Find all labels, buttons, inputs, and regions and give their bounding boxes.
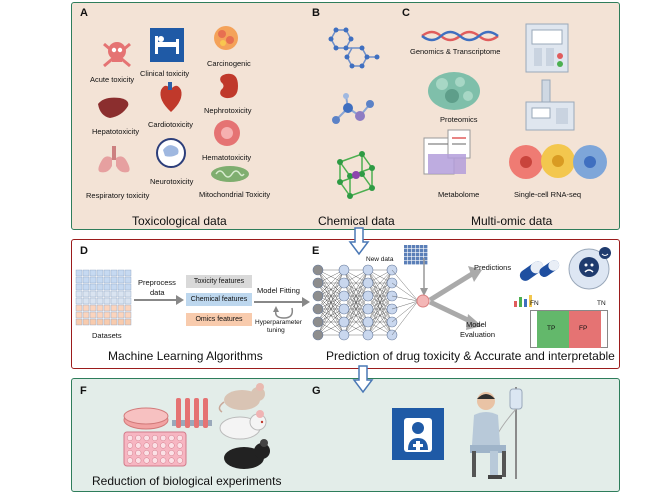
sad-face-icon [568, 247, 611, 290]
label-neurotoxicity: Neurotoxicity [150, 177, 194, 186]
label-model-fitting: Model Fitting [257, 286, 300, 295]
hospital-bed-icon [150, 28, 184, 62]
label-nephrotoxicity: Nephrotoxicity [204, 106, 252, 115]
label-evaluation: Evaluation [460, 330, 496, 339]
new-data-arrow [420, 258, 428, 296]
dna-helix-icon [421, 30, 499, 42]
label-hepatotoxicity: Hepatotoxicity [92, 127, 140, 136]
dataset-grid-icon [75, 269, 132, 326]
label-datasets: Datasets [92, 331, 122, 340]
down-arrow-1 [348, 227, 370, 256]
panel-letter-d: D [80, 245, 88, 257]
crystal-lattice-icon [337, 151, 375, 199]
confusion-matrix-icon: TP FP [530, 310, 608, 348]
caption-chemical-data: Chemical data [318, 214, 395, 228]
skull-icon [103, 42, 131, 68]
caption-machine-learning: Machine Learning Algorithms [108, 349, 263, 363]
label-preprocess-data: data [150, 288, 165, 297]
test-tubes-icon [172, 398, 212, 428]
badge-omics-features: Omics features [186, 313, 252, 326]
label-respiratory-toxicity: Respiratory toxicity [86, 191, 150, 200]
blood-cell-icon [214, 120, 240, 146]
output-arrows [428, 266, 482, 330]
label-new-data: New data [366, 256, 394, 263]
kidney-icon [220, 73, 238, 99]
mouse-icon [218, 383, 265, 413]
label-proteomics: Proteomics [440, 115, 478, 124]
caption-toxicological-data: Toxicological data [132, 214, 227, 228]
lungs-icon [98, 146, 130, 173]
label-mitochondrial-toxicity: Mitochondrial Toxicity [199, 190, 271, 199]
caption-reduction: Reduction of biological experiments [92, 474, 282, 488]
badge-toxicity-features: Toxicity features [186, 275, 252, 288]
single-cells-icon [509, 144, 607, 179]
panel-letter-g: G [312, 385, 321, 397]
matrix-label-tn: TN [597, 300, 606, 307]
panel-letter-b: B [312, 7, 320, 19]
label-metabolome: Metabolome [438, 190, 480, 199]
patient-icon [470, 387, 523, 479]
liver-icon [98, 97, 129, 118]
panel-letter-f: F [80, 385, 87, 397]
label-preprocess: Preprocess [138, 278, 176, 287]
brain-head-icon [156, 138, 186, 168]
pills-icon [519, 260, 560, 281]
doctor-icon [392, 408, 444, 460]
petri-dish-icon [123, 407, 169, 430]
label-hyperparameter: Hyperparameter [255, 319, 302, 326]
heart-icon [160, 82, 182, 112]
down-arrow-2 [352, 365, 374, 394]
label-single-cell-rna-seq: Single-cell RNA-seq [514, 190, 582, 199]
mass-spec-icon [525, 79, 575, 131]
label-cardiotoxicity: Cardiotoxicity [148, 120, 194, 129]
caption-prediction: Prediction of drug toxicity & Accurate a… [326, 349, 615, 363]
molecule-ball-stick-icon [332, 93, 374, 124]
protein-icon [428, 72, 480, 110]
label-predictions: Predictions [474, 263, 512, 272]
model-fitting-arrow [254, 297, 310, 307]
metabolome-chart-icon [423, 129, 471, 175]
matrix-label-fp: FP [579, 325, 588, 332]
matrix-cell-fp [569, 311, 601, 348]
label-genomics-transcriptome: Genomics & Transcriptome [410, 47, 501, 56]
preprocess-arrow [134, 295, 184, 305]
molecule-icon [328, 27, 380, 69]
mouse-white-icon [219, 410, 267, 440]
carcinogenic-cell-icon [214, 26, 238, 50]
mouse-black-icon [224, 439, 270, 469]
panel-letter-e: E [312, 245, 320, 257]
panel-letter-c: C [402, 7, 410, 19]
mini-bar-chart-icon [514, 295, 532, 307]
panel-letter-a: A [80, 7, 88, 19]
label-tuning: tuning [267, 327, 285, 334]
new-data-grid-icon [404, 245, 428, 265]
matrix-label-tp: TP [547, 325, 556, 332]
badge-chemical-features: Chemical features [186, 293, 252, 306]
matrix-label-fn: FN [530, 300, 539, 307]
tuning-loop-arrow [273, 306, 294, 319]
neural-network-icon [312, 264, 419, 341]
lab-instrument-icon [525, 23, 569, 73]
label-clinical-toxicity: Clinical toxicity [140, 69, 190, 78]
output-node [416, 294, 430, 308]
matrix-cell-tp [537, 311, 569, 348]
label-acute-toxicity: Acute toxicity [90, 75, 135, 84]
caption-multi-omic-data: Multi-omic data [471, 214, 553, 228]
label-hematotoxicity: Hematotoxicity [202, 153, 252, 162]
well-plate-icon [123, 431, 187, 467]
label-carcinogenic: Carcinogenic [207, 59, 251, 68]
mitochondria-icon [211, 166, 249, 182]
label-model: Model [466, 320, 487, 329]
